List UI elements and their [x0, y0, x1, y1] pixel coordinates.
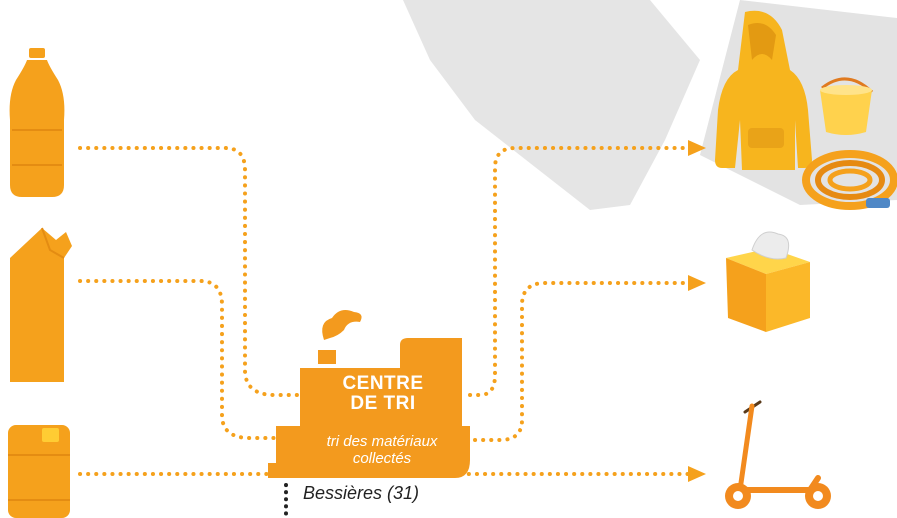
garden-hose-icon — [802, 150, 897, 210]
factory-title-line2: DE TRI — [350, 393, 416, 414]
flow-line-hoodie — [468, 146, 692, 397]
factory-location: Bessières (31) — [303, 483, 420, 503]
factory-shape — [268, 310, 470, 478]
flow-line-tissue — [473, 281, 692, 442]
background-shape-left — [403, 0, 700, 210]
bucket-icon — [820, 77, 874, 135]
plastic-canister-icon — [8, 425, 70, 518]
hoodie-icon — [715, 10, 812, 170]
factory-subtitle-line2: collectés — [352, 450, 412, 467]
milk-carton-icon — [10, 227, 72, 382]
factory-subtitle: tri des matériaux collectés — [292, 433, 472, 467]
arrowhead-hoodie — [688, 140, 706, 156]
flow-line-carton — [78, 279, 282, 440]
arrowhead-tissue — [688, 275, 706, 291]
factory-title: CENTRE DE TRI — [298, 374, 468, 414]
scooter-icon — [725, 400, 831, 509]
plastic-bottle-icon — [9, 48, 65, 197]
arrowhead-scooter — [688, 466, 706, 482]
factory-subtitle-line1: tri des matériaux — [326, 433, 438, 450]
flow-line-bottle — [78, 146, 302, 397]
tissue-box-icon — [726, 231, 810, 332]
factory-title-line1: CENTRE — [342, 373, 424, 394]
